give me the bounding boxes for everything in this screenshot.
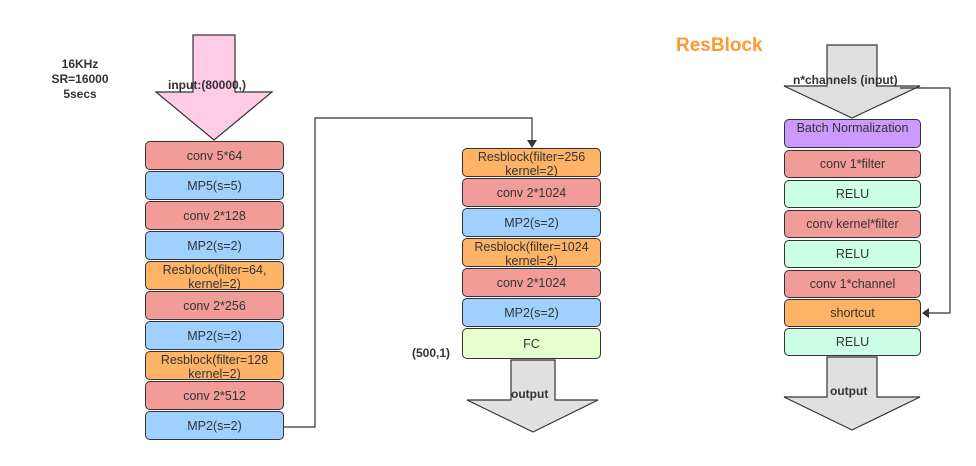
input-arrow — [154, 34, 274, 141]
col2-resblock: Resblock(filter=256 kernel=2) — [462, 148, 601, 177]
resblock-output-label: output — [830, 384, 868, 398]
col1-conv-block: conv 2*128 — [145, 201, 284, 230]
input-info: 16KHz SR=16000 5secs — [40, 57, 120, 102]
col1-resblock: Resblock(filter=128 kernel=2) — [145, 351, 284, 380]
resblock-input-arrow — [783, 44, 921, 119]
shortcut-arrowhead — [922, 308, 929, 318]
output-arrow — [466, 359, 599, 433]
batch-norm-block: Batch Normalization — [784, 119, 921, 148]
col1-pool-block: MP2(s=2) — [145, 321, 284, 350]
col2-conv-block: conv 2*1024 — [462, 178, 601, 207]
fc-shape-label: (500,1) — [412, 346, 451, 360]
connector-arrowhead — [527, 140, 537, 148]
resblock-input-label: n*channels (input) — [793, 73, 898, 87]
col2-fc-block: FC — [462, 328, 601, 359]
relu-block: RELU — [784, 240, 921, 268]
sample-rate-hz: SR=16000 — [51, 72, 109, 86]
col1-pool-block: MP2(s=2) — [145, 231, 284, 260]
col1-conv-block: conv 5*64 — [145, 141, 284, 170]
col1-conv-block: conv 2*256 — [145, 291, 284, 320]
relu-block: RELU — [784, 180, 921, 208]
shortcut-block: shortcut — [784, 299, 921, 327]
relu-block: RELU — [784, 328, 921, 356]
resblock-conv-block: conv 1*filter — [784, 150, 921, 178]
col2-pool-block: MP2(s=2) — [462, 208, 601, 237]
shortcut-connector — [900, 87, 951, 314]
col1-conv-block: conv 2*512 — [145, 381, 284, 410]
resblock-conv-block: conv kernel*filter — [784, 210, 921, 238]
resblock-conv-block: conv 1*channel — [784, 270, 921, 298]
col1-resblock: Resblock(filter=64, kernel=2) — [145, 261, 284, 290]
col1-pool-block: MP5(s=5) — [145, 171, 284, 200]
col1-pool-block: MP2(s=2) — [145, 411, 284, 440]
col2-pool-block: MP2(s=2) — [462, 298, 601, 327]
col2-resblock: Resblock(filter=1024 kernel=2) — [462, 238, 601, 267]
duration: 5secs — [63, 87, 97, 101]
output-label: output — [511, 387, 549, 401]
resblock-output-arrow — [783, 356, 921, 431]
sample-rate-khz: 16KHz — [61, 57, 99, 71]
resblock-title: ResBlock — [676, 35, 763, 56]
input-label: input:(80000,) — [168, 78, 247, 92]
col2-conv-block: conv 2*1024 — [462, 268, 601, 297]
connector-line — [284, 117, 533, 428]
